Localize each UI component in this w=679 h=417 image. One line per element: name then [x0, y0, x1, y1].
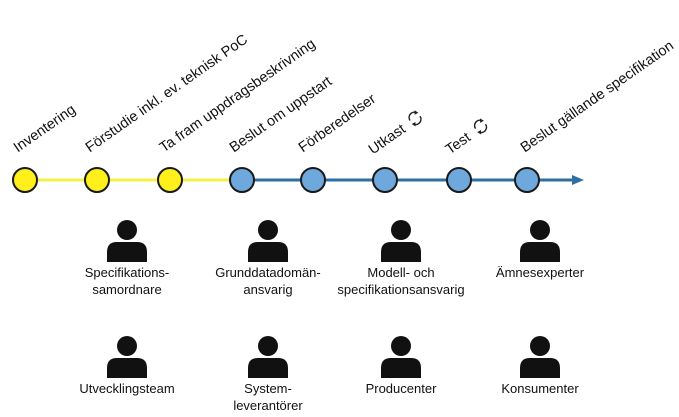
- person-icon: [381, 336, 421, 378]
- role-line-1: Grunddatadomän-: [215, 265, 321, 280]
- role-konsumenter: Konsumenter: [465, 334, 615, 397]
- timeline-arrowhead: [572, 175, 584, 185]
- role-systemleverantorer: System-leverantörer: [193, 334, 343, 414]
- role-line-1: Specifikations-: [84, 265, 170, 280]
- timeline-node: [157, 167, 183, 193]
- refresh-cycle-icon: [408, 110, 422, 127]
- role-line-1: Ämnesexperter: [495, 265, 585, 280]
- role-modell-och-specifikationsansvarig: Modell- och specifikationsansvarig: [326, 218, 476, 298]
- person-icon: [381, 220, 421, 262]
- role-specifikationssamordnare: Specifikations-samordnare: [52, 218, 202, 298]
- role-line-1: Modell- och: [367, 265, 435, 280]
- role-line-1: Producenter: [365, 381, 437, 396]
- person-icon: [248, 220, 288, 262]
- role-line-2: leverantörer: [233, 398, 303, 413]
- timeline-node: [446, 167, 472, 193]
- person-icon: [107, 220, 147, 262]
- person-icon: [107, 336, 147, 378]
- timeline-node: [84, 167, 110, 193]
- timeline-node: [300, 167, 326, 193]
- role-grunddatadomanansvarig: Grunddatadomän-ansvarig: [193, 218, 343, 298]
- timeline-node: [372, 167, 398, 193]
- role-line-2: samordnare: [92, 282, 162, 297]
- timeline-node: [229, 167, 255, 193]
- stage-label-utkast: Utkast: [365, 106, 428, 158]
- person-icon: [248, 336, 288, 378]
- timeline-nodes: [12, 167, 540, 193]
- role-line-2: specifikationsansvarig: [337, 282, 465, 297]
- role-amnesexperter: Ämnesexperter: [465, 218, 615, 281]
- role-line-1: Utvecklingsteam: [79, 381, 175, 396]
- role-line-1: Konsumenter: [501, 381, 579, 396]
- person-icon: [520, 220, 560, 262]
- role-utvecklingsteam: Utvecklingsteam: [52, 334, 202, 397]
- refresh-cycle-icon: [473, 118, 487, 135]
- person-icon: [520, 336, 560, 378]
- role-producenter: Producenter: [326, 334, 476, 397]
- stage-label-test: Test: [442, 115, 493, 158]
- role-line-1: System-: [244, 381, 292, 396]
- timeline-node: [514, 167, 540, 193]
- role-line-2: ansvarig: [243, 282, 293, 297]
- timeline-node: [12, 167, 38, 193]
